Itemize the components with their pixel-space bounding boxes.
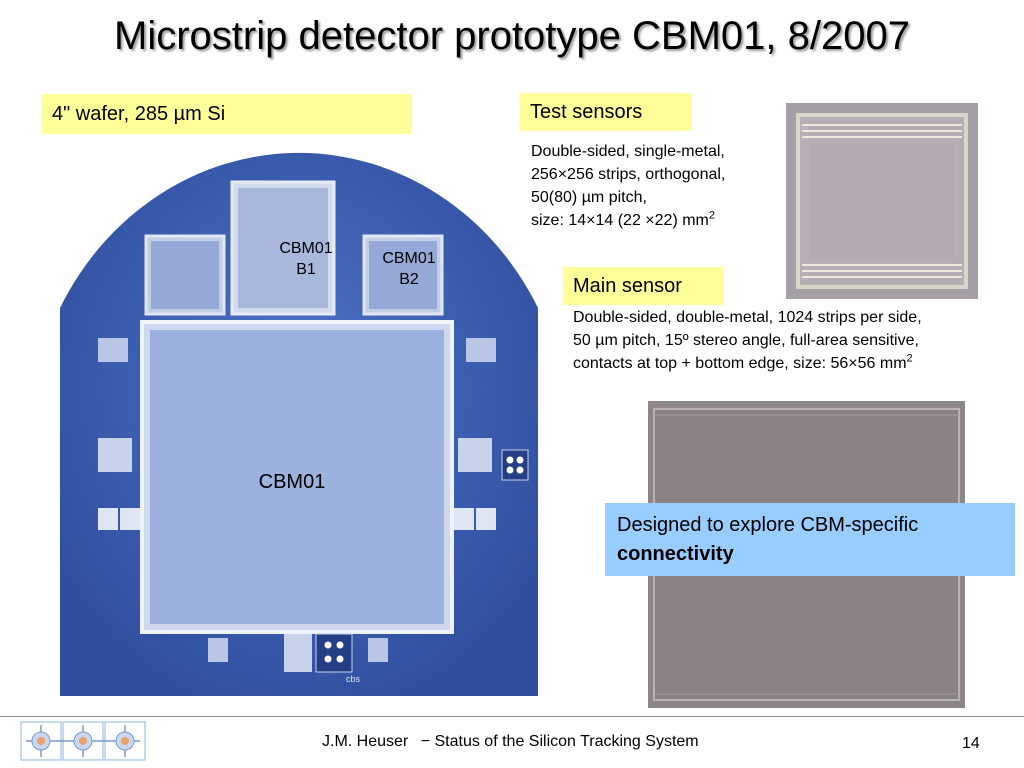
test-desc-line3: 50(80) µm pitch, (531, 189, 647, 206)
test-sensor-image (786, 103, 978, 299)
label-b1-line1: CBM01 (279, 240, 333, 257)
main-desc-line1: Double-sided, double-metal, 1024 strips … (573, 309, 922, 326)
label-cbm01-main: CBM01 (258, 471, 326, 493)
footer-divider (0, 716, 1024, 717)
label-cbm01-b2: CBM01 B2 (367, 248, 451, 290)
test-sensors-heading: Test sensors (530, 100, 643, 123)
footer-author: J.M. Heuser (322, 733, 409, 750)
test-desc-size: size: 14×14 (22 ×22) mm (531, 212, 709, 229)
wafer-label-box: 4" wafer, 285 µm Si (42, 94, 411, 134)
test-desc-line1: Double-sided, single-metal, (531, 143, 725, 160)
main-desc-line3: contacts at top + bottom edge, size: 56×… (573, 352, 1018, 375)
main-desc-size: contacts at top + bottom edge, size: 56×… (573, 355, 907, 372)
wafer-label: 4" wafer, 285 µm Si (52, 102, 226, 125)
connectivity-callout: Designed to explore CBM-specific connect… (605, 503, 1015, 576)
footer-separator: − (420, 733, 431, 750)
main-sensor-heading-box: Main sensor (563, 267, 724, 305)
footer-text: J.M. Heuser − Status of the Silicon Trac… (322, 733, 699, 751)
page-number: 14 (962, 735, 980, 752)
callout-line1: Designed to explore CBM-specific (617, 514, 919, 536)
label-b1-line2: B1 (296, 261, 316, 278)
label-cbm01-b1: CBM01 B1 (264, 238, 348, 280)
footer-talk-title: Status of the Silicon Tracking System (434, 733, 699, 750)
wafer-image: cbs (60, 152, 538, 696)
main-desc-line2: 50 µm pitch, 15º stereo angle, full-area… (573, 332, 919, 349)
footer-logo-icon (20, 721, 146, 761)
main-sensor-description: Double-sided, double-metal, 1024 strips … (573, 306, 1018, 375)
slide-title: Microstrip detector prototype CBM01, 8/2… (114, 14, 910, 58)
callout-line2: connectivity (617, 543, 734, 565)
label-b2-line2: B2 (399, 271, 419, 288)
test-desc-line4: size: 14×14 (22 ×22) mm2 (531, 209, 786, 232)
main-sensor-heading: Main sensor (573, 274, 682, 297)
main-desc-size-sup: 2 (906, 352, 913, 365)
test-sensors-heading-box: Test sensors (520, 93, 691, 131)
test-desc-size-sup: 2 (708, 209, 715, 222)
test-desc-line2: 256×256 strips, orthogonal, (531, 166, 726, 183)
test-sensors-description: Double-sided, single-metal, 256×256 stri… (531, 140, 786, 232)
label-b2-line1: CBM01 (382, 250, 436, 267)
chip-mark: cbs (346, 674, 361, 684)
